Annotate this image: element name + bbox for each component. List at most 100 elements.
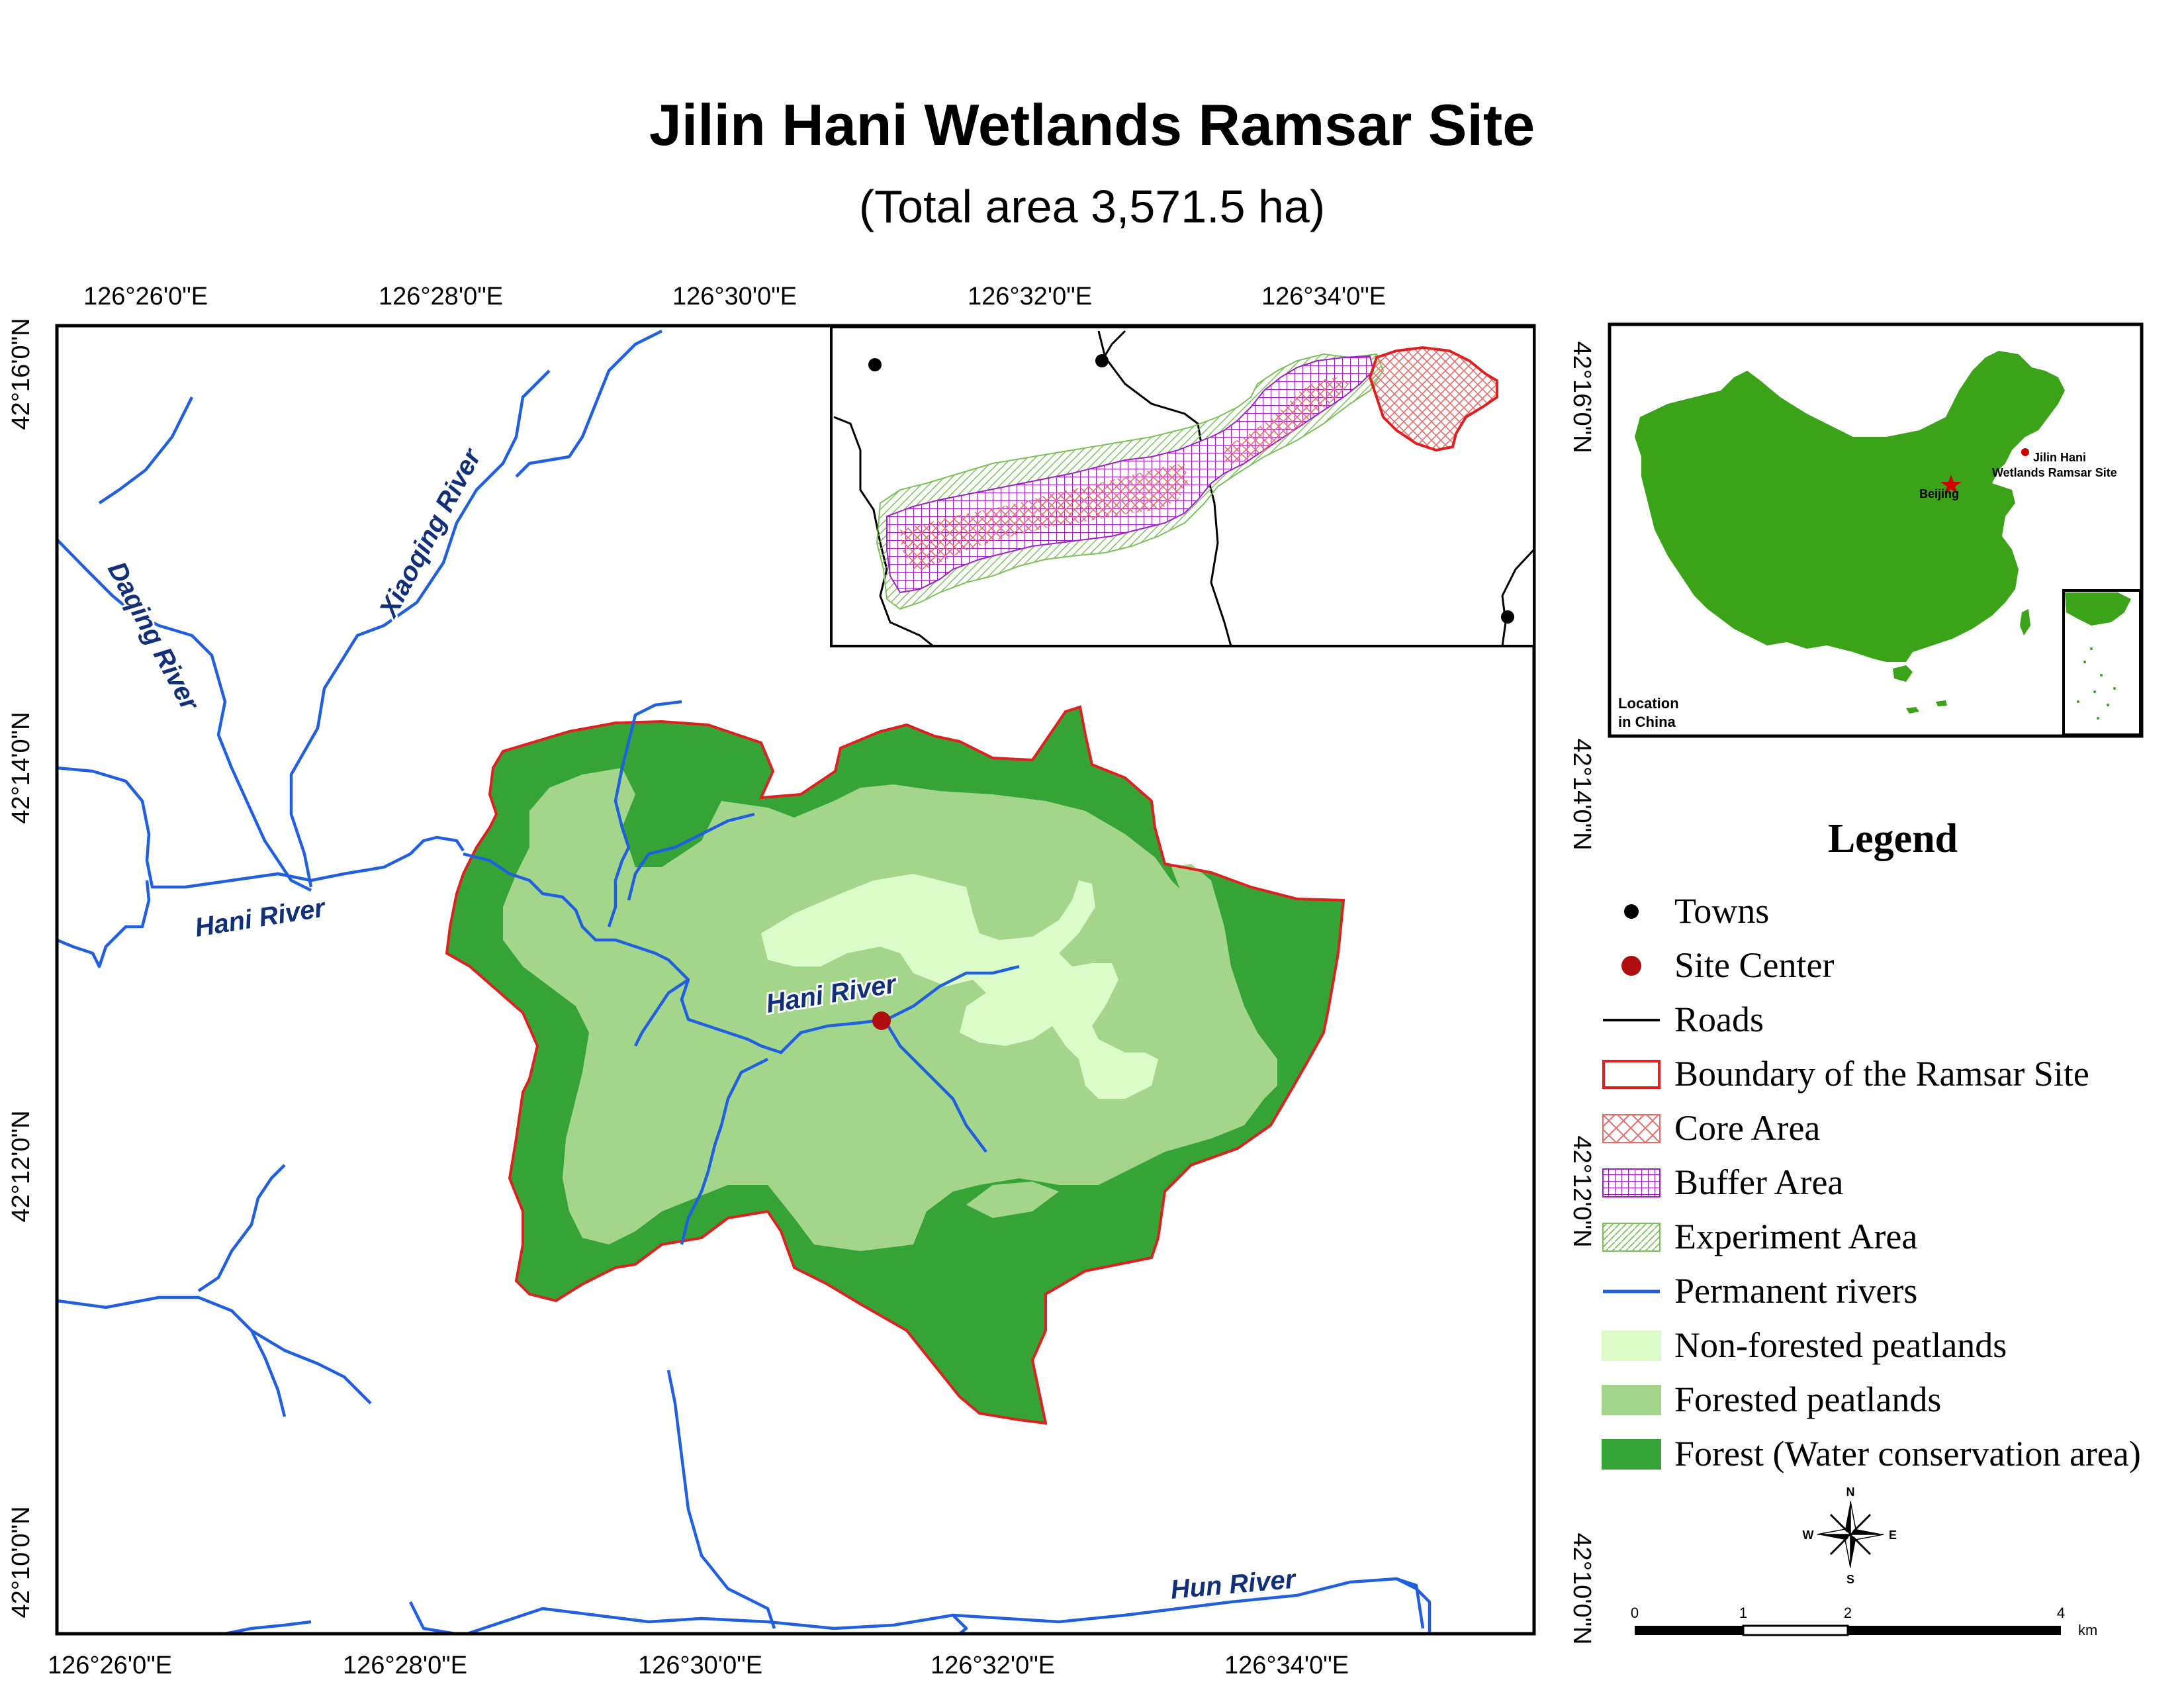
forested-symbol-icon	[1602, 1385, 1661, 1415]
river-line	[57, 766, 465, 889]
river-line	[250, 1329, 372, 1405]
river-line	[515, 329, 663, 478]
town-marker	[868, 358, 882, 371]
scale-tick: 2	[1844, 1605, 1852, 1621]
top-lon-label: 126°32'0"E	[968, 283, 1092, 310]
non-forested-peatland-area	[761, 874, 1158, 1099]
compass-e: E	[1889, 1528, 1897, 1542]
legend-label: Roads	[1674, 1000, 1764, 1039]
river-line	[408, 1577, 1425, 1634]
core-area-symbol-icon	[1602, 1114, 1661, 1143]
right-lat-label: 42°16'0"N	[1568, 341, 1596, 453]
legend-label: Experiment Area	[1674, 1217, 1918, 1256]
nonforested-symbol-icon	[1602, 1331, 1661, 1361]
boundary-symbol-icon	[1602, 1060, 1661, 1089]
beijing-star-icon	[1940, 475, 1962, 494]
forested-peatland-area	[503, 768, 1264, 1251]
zoning-inset	[830, 326, 1535, 647]
bottom-lon-label: 126°28'0"E	[343, 1652, 467, 1679]
top-lon-label: 126°26'0"E	[83, 283, 208, 310]
right-latitude-labels: 42°16'0"N 42°14'0"N 42°12'0"N 42°10'0"N	[1568, 341, 1596, 1644]
river-line	[289, 369, 551, 888]
river-line	[952, 1614, 968, 1634]
main-map-frame	[55, 324, 1536, 1636]
locator-site-marker	[2021, 448, 2029, 456]
town-symbol-icon	[1624, 904, 1639, 919]
river-line	[57, 880, 151, 968]
scale-bar: 0 1 2 4 km	[1631, 1605, 2097, 1638]
river-line	[1395, 1577, 1432, 1634]
river-line	[680, 1057, 769, 1245]
south-china-sea-inset-land	[2065, 592, 2131, 626]
locator-capital-label: Beijing	[1919, 487, 1959, 500]
bottom-lon-label: 126°30'0"E	[638, 1652, 762, 1679]
scale-tick: 0	[1631, 1605, 1639, 1621]
compass-s: S	[1846, 1573, 1854, 1586]
river-line	[197, 1164, 286, 1292]
china-landmass	[1635, 351, 2065, 662]
buffer-area-symbol-icon	[1602, 1168, 1661, 1197]
legend-label: Boundary of the Ramsar Site	[1674, 1054, 2089, 1094]
ramsar-boundary	[445, 705, 1345, 1425]
river-line	[879, 1011, 987, 1153]
forested-peatland-area	[1171, 864, 1277, 1099]
river-symbol-icon	[1603, 1289, 1660, 1293]
legend-label: Permanent rivers	[1674, 1271, 1918, 1311]
river-line	[98, 396, 194, 504]
scale-unit: km	[2078, 1622, 2097, 1638]
core-area	[1224, 377, 1350, 463]
bottom-lon-label: 126°32'0"E	[931, 1652, 1055, 1679]
core-area	[1368, 346, 1498, 452]
south-sea-islands	[1906, 700, 1947, 714]
river-label-daqing: Daqing River	[102, 557, 205, 717]
core-area	[900, 463, 1188, 573]
china-locator-map: Jilin Hani Wetlands Ramsar Site Beijing …	[1608, 322, 2144, 738]
compass-n: N	[1846, 1485, 1855, 1499]
legend-label: Non-forested peatlands	[1674, 1325, 2007, 1365]
locator-caption: Location	[1618, 695, 1679, 712]
compass-w: W	[1803, 1528, 1814, 1542]
experiment-area-symbol-icon	[1602, 1223, 1661, 1252]
left-lat-label: 42°14'0"N	[7, 712, 35, 823]
taiwan-island	[2020, 609, 2030, 635]
left-lat-label: 42°12'0"N	[7, 1110, 35, 1222]
bottom-lon-label: 126°34'0"E	[1224, 1652, 1349, 1679]
river-label-hani-outer: Hani River	[193, 893, 329, 943]
river-line	[224, 1620, 312, 1634]
town-marker	[1501, 610, 1514, 624]
map-title: Jilin Hani Wetlands Ramsar Site	[649, 92, 1535, 158]
right-lat-label: 42°12'0"N	[1568, 1135, 1596, 1247]
right-lat-label: 42°10'0"N	[1568, 1532, 1596, 1644]
north-arrow: N S E W	[1803, 1485, 1897, 1586]
top-longitude-labels: 126°26'0"E 126°28'0"E 126°30'0"E 126°32'…	[83, 283, 1386, 310]
top-lon-label: 126°34'0"E	[1261, 283, 1386, 310]
top-lon-label: 126°28'0"E	[379, 283, 503, 310]
site-center-symbol-icon	[1621, 956, 1641, 976]
road-symbol-icon	[1603, 1019, 1660, 1021]
locator-caption: in China	[1618, 714, 1676, 730]
legend-label: Site Center	[1674, 945, 1835, 985]
river-line	[666, 1370, 776, 1629]
permanent-rivers	[57, 329, 1432, 1634]
town-marker	[1095, 354, 1109, 367]
top-lon-label: 126°30'0"E	[672, 283, 797, 310]
legend-label: Towns	[1674, 891, 1770, 931]
bottom-longitude-labels: 126°26'0"E 126°28'0"E 126°30'0"E 126°32'…	[48, 1652, 1349, 1679]
scale-tick: 1	[1739, 1605, 1747, 1621]
river-line	[57, 538, 312, 892]
bottom-lon-label: 126°26'0"E	[48, 1652, 172, 1679]
river-label-xiaoqing: Xiaoqing River	[373, 443, 487, 623]
south-china-sea-dots	[2077, 647, 2116, 720]
river-line	[627, 812, 755, 901]
legend-label: Forest (Water conservation area)	[1674, 1434, 2141, 1474]
locator-site-label: Wetlands Ramsar Site	[1992, 466, 2117, 479]
map-content: Daqing River Xiaoqing River Hani River H…	[57, 329, 1432, 1634]
left-lat-label: 42°16'0"N	[7, 318, 35, 430]
forested-peatland-area	[966, 1182, 1059, 1218]
legend-label: Buffer Area	[1674, 1162, 1844, 1202]
legend-label: Core Area	[1674, 1108, 1821, 1148]
forest-symbol-icon	[1602, 1439, 1661, 1470]
left-latitude-labels: 42°16'0"N 42°14'0"N 42°12'0"N 42°10'0"N	[7, 318, 35, 1618]
